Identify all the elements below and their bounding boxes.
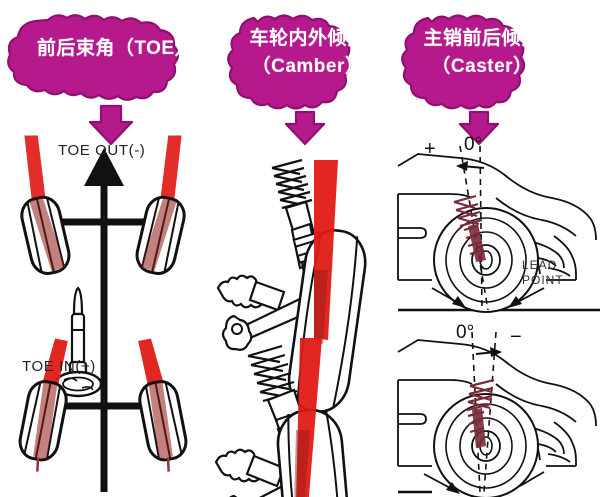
toe-diagram-panel: TOE OUT(-) TOE IN(+) — [0, 130, 210, 492]
caster-top-sign-label: + — [424, 138, 436, 160]
caster-lead-point-line1: LEAD — [522, 258, 558, 272]
toe-in-right-cone — [138, 338, 164, 386]
bubble-arrow-camber — [284, 110, 326, 146]
toe-out-right-cone — [160, 135, 182, 206]
caster-diagram-svg — [397, 145, 600, 497]
header-bubble-camber[interactable]: 车轮内外倾角 （Camber） — [227, 6, 388, 146]
toe-out-left-cone — [24, 135, 46, 206]
caster-bottom-assembly — [397, 331, 597, 497]
camber-top-assembly — [216, 158, 367, 413]
caster-bottom-ground-arrows — [423, 471, 545, 494]
toe-in-left-cone — [42, 338, 68, 386]
caster-top-ground-arrows — [431, 287, 545, 308]
toe-in-wheel-left — [18, 338, 68, 472]
caster-lead-point-label: LEAD POINT — [522, 258, 564, 288]
bubble-shape-caster — [401, 14, 526, 146]
caster-top-angle-arrow-icon — [456, 161, 485, 171]
toe-diagram-svg — [18, 135, 188, 492]
bubble-shape-camber — [227, 14, 352, 146]
caster-diagram-panel: + 0° LEAD POINT 0° − — [397, 130, 600, 497]
caster-bottom-kingpin-shaft — [472, 408, 486, 448]
camber-diagram-svg — [214, 158, 367, 497]
caster-top-kingpin-axis — [459, 145, 489, 311]
camber-top-balljoint — [221, 314, 253, 351]
camber-top-angle-cone — [314, 160, 338, 340]
camber-bottom-driveshaft — [214, 448, 286, 488]
camber-diagram-panel — [210, 130, 400, 497]
toe-direction-arrow-icon — [84, 148, 124, 186]
caster-bottom-wheel — [433, 393, 539, 497]
caster-top-assembly — [397, 145, 600, 313]
bubble-arrow-toe — [88, 104, 134, 146]
camber-top-spring — [271, 158, 313, 210]
steering-wheel-icon — [53, 286, 103, 398]
bubble-arrow-caster — [458, 110, 500, 146]
toe-out-wheel-right — [135, 135, 186, 275]
caster-lead-point-line2: POINT — [522, 273, 564, 287]
caster-top-zero-reference — [479, 145, 483, 311]
camber-bottom-assembly — [214, 338, 354, 497]
toe-out-label: TOE OUT(-) — [58, 142, 146, 159]
toe-in-wheel-right — [138, 338, 188, 472]
caster-bottom-sign-label: − — [510, 326, 522, 348]
header-bubble-caster[interactable]: 主销前后倾角 （Caster） — [401, 6, 562, 146]
header-bubble-toe[interactable]: 前后束角（TOE） — [7, 8, 223, 146]
bubble-shape-toe — [7, 14, 180, 146]
caster-bottom-kingpin-axis — [483, 331, 497, 493]
caster-bottom-zero-label: 0° — [456, 322, 475, 343]
caster-top-zero-label: 0° — [464, 134, 483, 155]
camber-bottom-angle-cone — [296, 338, 322, 497]
toe-out-wheel-left — [20, 135, 71, 275]
caster-top-kingpin-shaft — [468, 224, 486, 262]
caster-bottom-angle-arrow-icon — [475, 347, 502, 357]
camber-top-driveshaft — [216, 274, 286, 312]
toe-in-label: TOE IN(+) — [22, 358, 96, 375]
